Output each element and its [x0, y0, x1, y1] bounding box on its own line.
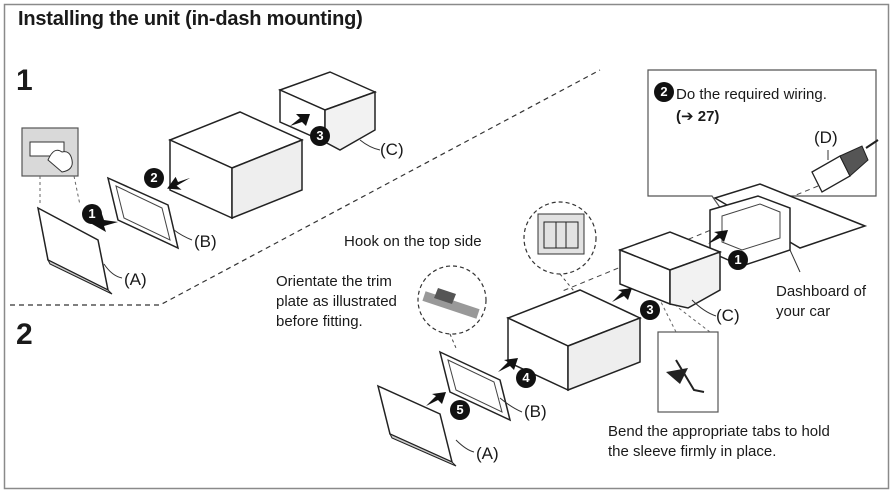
- part-c-label-step1: (C): [380, 140, 404, 159]
- trim-orientation-magnifier: [417, 265, 487, 349]
- hook-label: Hook on the top side: [344, 233, 482, 250]
- callout-4-step2: 4: [516, 368, 536, 388]
- receiver-unit-step2: [506, 289, 642, 392]
- wiring-instruction: Do the required wiring. (➔ 27): [676, 84, 827, 128]
- bend-line-2: the sleeve firmly in place.: [608, 443, 777, 460]
- arrows-step2: [426, 230, 728, 406]
- trim-plate-b-step1: [106, 176, 180, 250]
- part-a-label-step1: (A): [124, 270, 147, 289]
- page-title: Installing the unit (in-dash mounting): [18, 8, 363, 30]
- callout-3-step2: 3: [640, 300, 660, 320]
- trim-plate-b-step2: [438, 350, 512, 422]
- step-number-1: 1: [16, 64, 33, 97]
- orient-line-2: plate as illustrated: [276, 293, 397, 310]
- connector-d-icon: [811, 139, 879, 193]
- faceplate-a-step1: [36, 206, 113, 295]
- orient-instruction: Orientate the trim plate as illustrated …: [276, 272, 397, 332]
- callout-1-step1: 1: [82, 204, 102, 224]
- wiring-line: Do the required wiring.: [676, 86, 827, 103]
- callout-3-step1: 3: [310, 126, 330, 146]
- callout-1-step2: 1: [728, 250, 748, 270]
- press-detail-icon: [21, 127, 81, 206]
- label-pointer-lines: [103, 139, 829, 453]
- dashboard-label: Dashboard of your car: [776, 282, 866, 322]
- callout-2-step1: 2: [144, 168, 164, 188]
- bend-instruction: Bend the appropriate tabs to hold the sl…: [608, 422, 830, 462]
- callout-2-wiring: 2: [654, 82, 674, 102]
- step-number-2: 2: [16, 318, 33, 351]
- hook-detail-magnifier: [523, 201, 597, 297]
- part-a-label-step2: (A): [476, 444, 499, 463]
- receiver-unit-step1: [168, 111, 304, 220]
- part-b-label-step1: (B): [194, 232, 217, 251]
- outer-frame: [3, 3, 890, 490]
- part-d-label: (D): [814, 128, 838, 147]
- orient-line-1: Orientate the trim: [276, 273, 392, 290]
- orient-line-3: before fitting.: [276, 313, 363, 330]
- step-separator: [10, 69, 601, 306]
- faceplate-a-step2: [376, 384, 457, 467]
- sleeve-c-step2: [617, 231, 723, 309]
- part-b-label-step2: (B): [524, 402, 547, 421]
- callout-5-step2: 5: [450, 400, 470, 420]
- bend-tab-detail: [657, 299, 719, 413]
- wiring-page-ref: (➔ 27): [676, 108, 720, 125]
- dashboard-line-1: Dashboard of: [776, 283, 867, 300]
- bend-line-1: Bend the appropriate tabs to hold: [608, 423, 830, 440]
- part-c-label-step2: (C): [716, 306, 740, 325]
- dashboard-line-2: your car: [776, 303, 831, 320]
- dashboard-icon: [709, 183, 868, 267]
